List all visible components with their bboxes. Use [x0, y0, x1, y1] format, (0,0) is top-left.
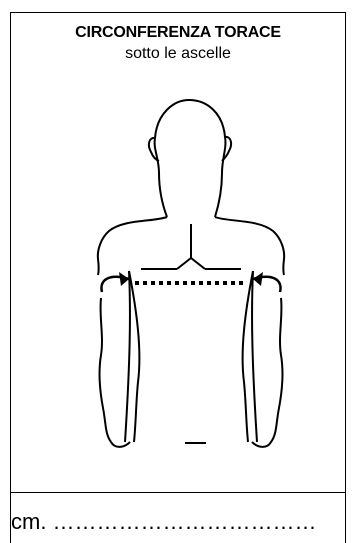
- left-inner-arm: [125, 271, 139, 442]
- right-body-outline: [215, 217, 284, 275]
- left-arrow-head: [119, 272, 129, 286]
- right-arrow-head: [253, 272, 263, 286]
- head-outline: [155, 100, 226, 217]
- left-body-outline: [98, 217, 167, 275]
- measurement-card: CIRCONFERENZA TORACE sotto le ascelle: [10, 12, 346, 543]
- right-inner-arm: [243, 271, 257, 442]
- torso-illustration: [81, 77, 301, 467]
- sternum-lines: [177, 224, 205, 269]
- card-subtitle: sotto le ascelle: [11, 45, 345, 63]
- answer-divider: [11, 492, 345, 493]
- card-title: CIRCONFERENZA TORACE: [11, 24, 345, 42]
- answer-line: cm. ………………………………: [11, 509, 345, 535]
